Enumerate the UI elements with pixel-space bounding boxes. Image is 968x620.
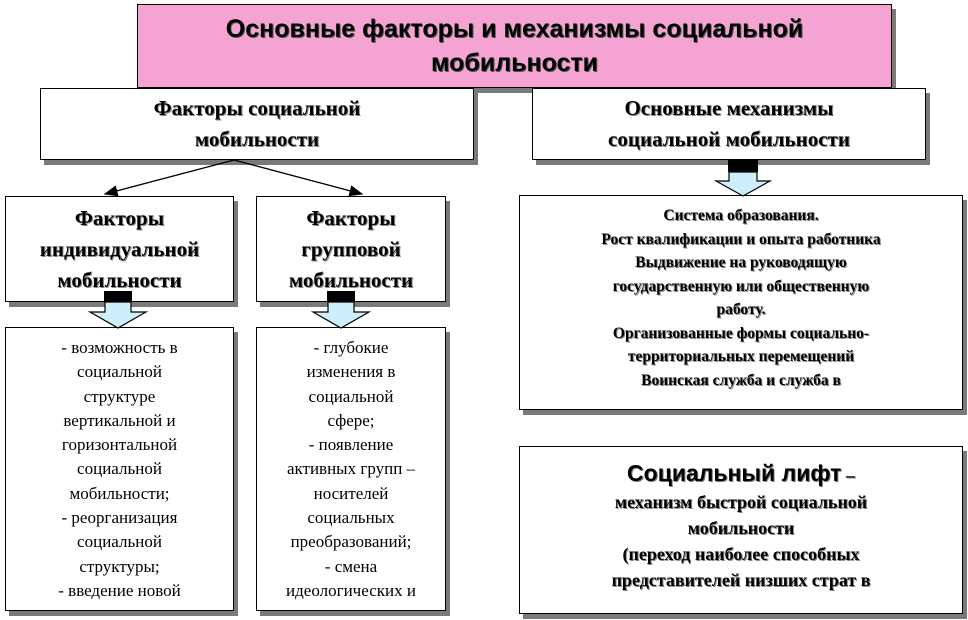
mechanisms-header: Основные механизмы социальной мобильност… (608, 96, 850, 151)
connector-line-left (103, 159, 235, 197)
group-factors-list-box: - глубокие изменения в социальной сфере;… (256, 327, 446, 611)
individual-factors-box: Факторы индивидуальной мобильности (5, 196, 234, 302)
group-factors-header: Факторы групповой мобильности (288, 205, 414, 292)
group-factors-box: Факторы групповой мобильности (256, 196, 446, 302)
mechanism-item: Воинская служба и служба в (641, 371, 841, 389)
factors-header-box: Факторы социальной мобильности (40, 88, 474, 160)
mechanism-item: Организованные формы социально- (612, 324, 870, 342)
individual-factors-list-box: - возможность в социальной структуре вер… (5, 327, 234, 611)
individual-factors-list: - возможность в социальной структуре вер… (58, 338, 181, 600)
mechanism-item: работу. (716, 301, 766, 318)
connector-line-right (233, 159, 364, 197)
social-lift-description: механизм быстрой социальной мобильности … (611, 492, 871, 590)
group-factors-list: - глубокие изменения в социальной сфере;… (286, 338, 416, 600)
diagram-title: Основные факторы и механизмы социальной … (225, 15, 804, 77)
block-arrow-mechanisms (713, 160, 773, 197)
social-lift-dash: – (841, 465, 855, 485)
social-lift-title: Социальный лифт (627, 460, 842, 486)
mechanism-item: государственную или общественную (612, 277, 870, 295)
factors-header: Факторы социальной мобильности (153, 96, 361, 151)
mechanism-item: территориальных перемещений (627, 348, 855, 365)
mechanism-item: Система образования. (663, 207, 819, 224)
mechanisms-list: Система образования. Рост квалификации и… (601, 204, 880, 392)
mechanisms-header-box: Основные механизмы социальной мобильност… (532, 88, 926, 160)
mechanisms-list-box: Система образования. Рост квалификации и… (519, 195, 963, 410)
mechanism-item: Выдвижение на руководящую (635, 254, 847, 271)
social-lift-box: Социальный лифт – механизм быстрой социа… (519, 446, 963, 614)
social-lift-heading: Социальный лифт – (627, 457, 855, 489)
individual-factors-header: Факторы индивидуальной мобильности (39, 205, 200, 292)
title-box: Основные факторы и механизмы социальной … (137, 4, 892, 88)
mechanism-item: Рост квалификации и опыта работника (601, 230, 881, 248)
